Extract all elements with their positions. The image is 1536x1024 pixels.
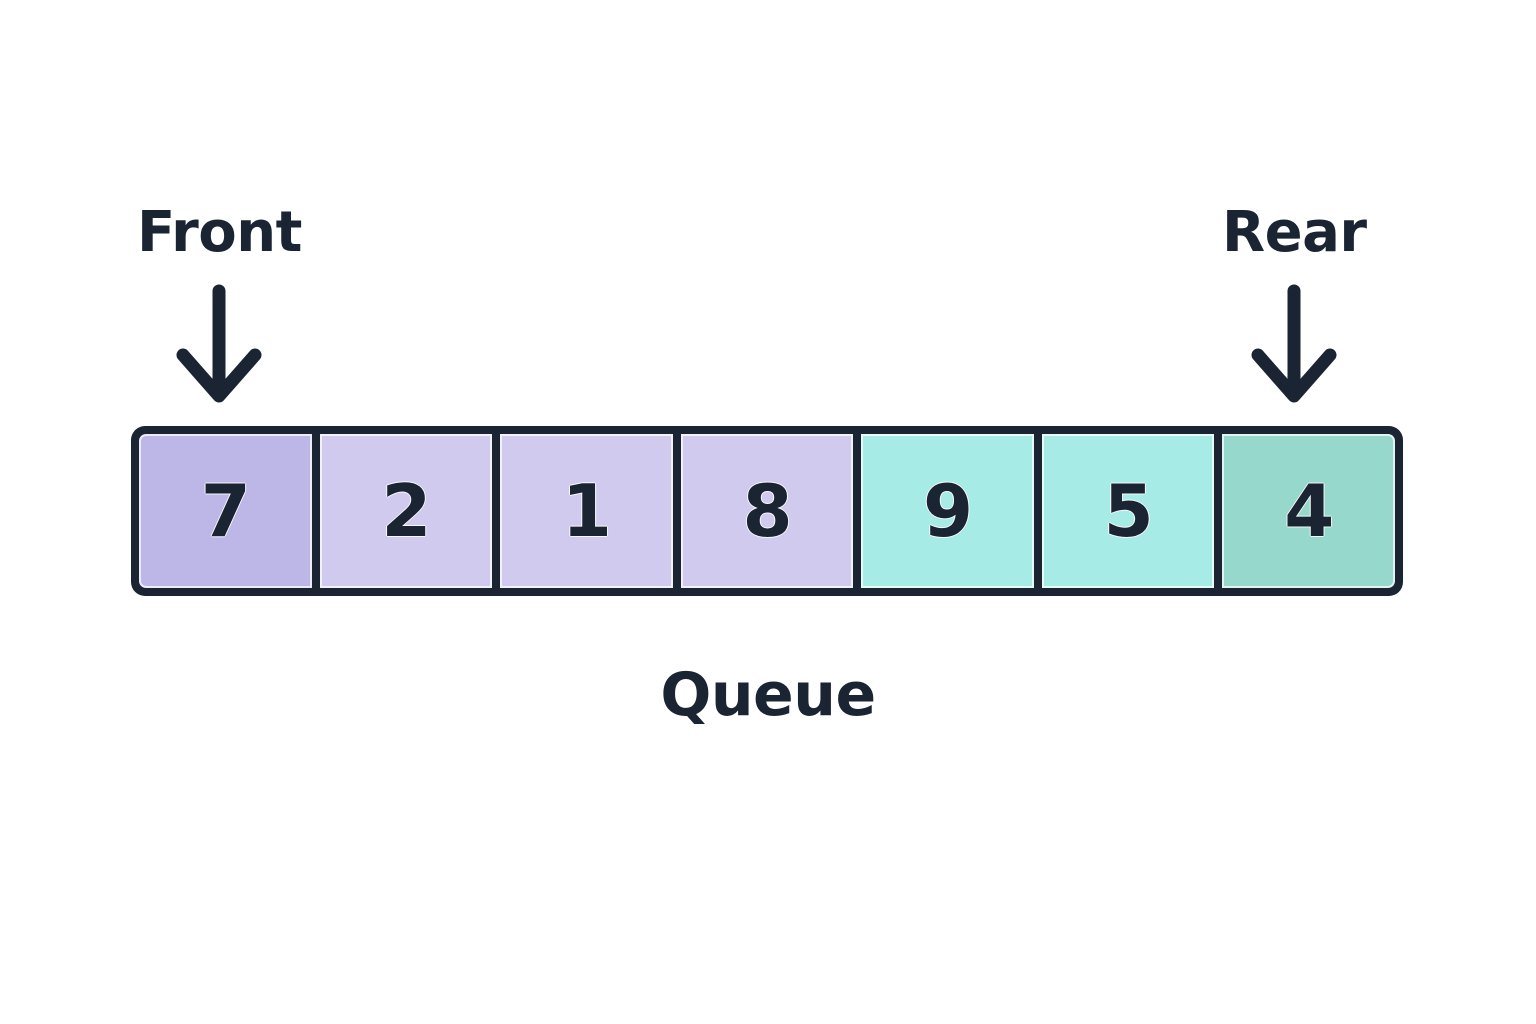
front-pointer: Front (137, 205, 302, 407)
queue-container: 7 2 1 8 9 5 4 (131, 426, 1403, 596)
queue-cell-value: 5 (1103, 469, 1154, 553)
queue-cell: 5 (1041, 434, 1215, 588)
queue-cell: 8 (680, 434, 854, 588)
front-pointer-label: Front (137, 200, 302, 265)
queue-cell: 2 (319, 434, 493, 588)
rear-pointer: Rear (1222, 205, 1367, 407)
queue-cell-value: 2 (381, 469, 431, 553)
rear-pointer-label: Rear (1222, 200, 1367, 265)
queue-cell-value: 4 (1284, 469, 1334, 553)
queue-cell: 9 (861, 434, 1034, 588)
arrow-down-icon (1251, 284, 1337, 403)
queue-cell-value: 7 (200, 469, 251, 553)
queue-caption: Queue (660, 660, 876, 730)
queue-cell: 4 (1222, 434, 1396, 588)
queue-cell-value: 8 (742, 469, 792, 553)
arrow-down-icon (176, 284, 262, 403)
queue-cell: 7 (139, 434, 312, 588)
queue-cell-value: 1 (561, 469, 612, 553)
queue-cell: 1 (500, 434, 673, 588)
queue-cell-value: 9 (923, 469, 973, 553)
